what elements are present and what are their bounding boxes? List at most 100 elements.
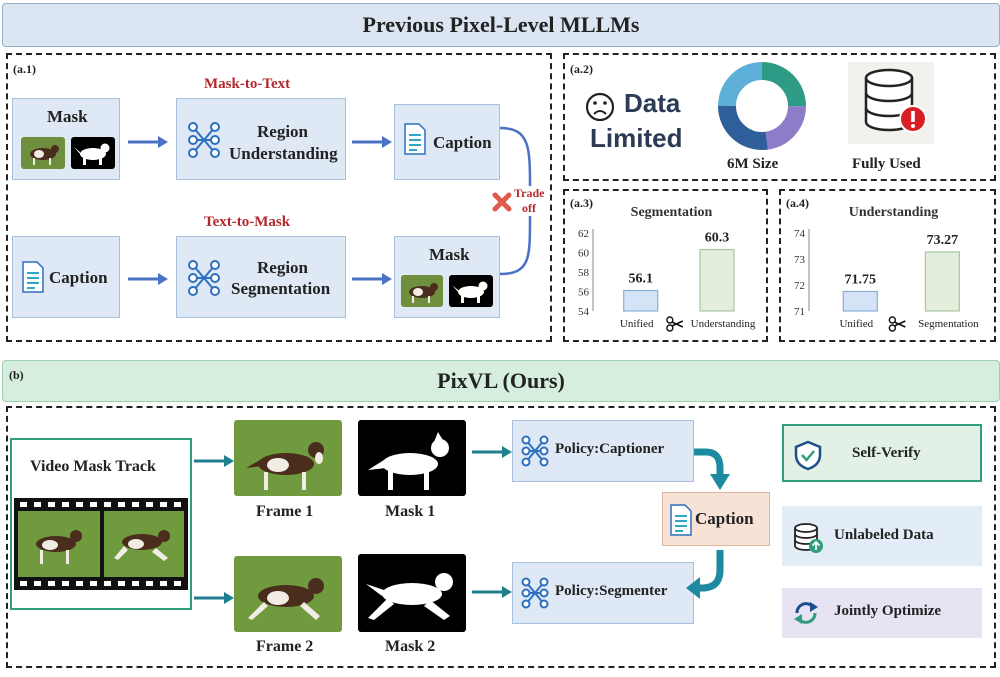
video-mask-track-label: Video Mask Track xyxy=(30,458,156,475)
y-tick-label: 72 xyxy=(794,280,805,292)
mask1-label: Mask 1 xyxy=(385,503,436,520)
mask-image-thumb xyxy=(71,137,115,169)
region-segmentation-box: Region Segmentation xyxy=(176,236,346,318)
mask1-image xyxy=(358,420,466,496)
top-banner: Previous Pixel-Level MLLMs xyxy=(2,3,1000,47)
used-caption: Fully Used xyxy=(852,156,921,172)
data-limited-line1: Data xyxy=(624,88,681,118)
bottom-banner: PixVL (Ours) xyxy=(2,360,1000,402)
mask2-image xyxy=(358,554,466,632)
chart-title: Understanding xyxy=(849,205,938,220)
network-icon xyxy=(188,122,220,158)
film-perforations xyxy=(18,502,184,586)
arrow-to-captioner xyxy=(472,446,512,458)
policy-captioner-label: Policy:Captioner xyxy=(555,441,665,457)
panel-a2 xyxy=(563,53,996,181)
network-icon xyxy=(521,435,549,467)
network-icon xyxy=(521,577,549,609)
tradeoff-line1: Trade xyxy=(514,186,545,200)
region-understanding-box: Region Understanding xyxy=(176,98,346,180)
arrow-mask-to-region xyxy=(128,136,168,148)
film-strip xyxy=(14,498,188,590)
panel-a3 xyxy=(563,189,768,342)
frame1-label: Frame 1 xyxy=(256,503,314,520)
jointly-optimize-box: Jointly Optimize xyxy=(782,588,982,638)
caption-center-label: Caption xyxy=(695,509,754,528)
unlabeled-data-box: Unlabeled Data xyxy=(782,506,982,566)
top-title: Previous Pixel-Level MLLMs xyxy=(362,12,640,37)
y-tick-label: 71 xyxy=(794,306,805,318)
arrow-region-to-mask xyxy=(352,273,392,285)
document-icon xyxy=(22,261,44,293)
bar xyxy=(699,248,735,312)
region-segmentation-line2: Segmentation xyxy=(231,279,331,298)
category-label: Unified xyxy=(839,318,873,330)
frame2-label: Frame 2 xyxy=(256,638,314,655)
scissors-blade xyxy=(894,321,906,328)
bar xyxy=(623,289,659,312)
scissors-ring xyxy=(666,324,674,332)
mask-to-text-label: Mask-to-Text xyxy=(204,76,291,92)
a2-tag: (a.2) xyxy=(570,62,593,76)
a1-tag: (a.1) xyxy=(13,62,36,76)
dog-icon xyxy=(30,145,59,165)
arrow-caption-to-region xyxy=(128,273,168,285)
self-verify-box: Self-Verify xyxy=(782,424,982,482)
data-limited-line2: Limited xyxy=(590,123,683,153)
dog-icon xyxy=(36,530,170,564)
warning-icon xyxy=(899,105,927,133)
video-mask-track-box: Video Mask Track xyxy=(10,438,192,610)
panel-a1 xyxy=(6,53,552,342)
panel-a4 xyxy=(779,189,996,342)
b-tag: (b) xyxy=(9,368,24,382)
caption-input-label: Caption xyxy=(49,268,108,287)
bar-value-label: 73.27 xyxy=(927,233,959,248)
size-caption: 6M Size xyxy=(727,156,779,172)
dog-icon xyxy=(248,578,324,620)
database-icon xyxy=(794,523,823,553)
caption-center-box: Caption xyxy=(662,492,770,546)
arrow-to-segmenter xyxy=(472,586,512,598)
mask-silhouette-icon xyxy=(74,143,110,165)
bar-value-label: 56.1 xyxy=(628,272,653,287)
mask-output-box: Mask xyxy=(394,236,500,318)
segmentation-chart: Segmentation545658606256.1Unified60.3Und… xyxy=(578,205,756,332)
region-understanding-line1: Region xyxy=(257,122,308,141)
tradeoff-label: Trade off xyxy=(514,186,544,216)
dog-icon xyxy=(409,283,438,303)
region-segmentation-line1: Region xyxy=(257,258,308,277)
arrow-to-frame2 xyxy=(194,592,234,604)
unlabeled-data-label: Unlabeled Data xyxy=(834,527,934,543)
scissors-blade xyxy=(671,320,684,327)
scissors-ring xyxy=(888,324,897,332)
bar xyxy=(842,290,878,312)
category-label: Unified xyxy=(620,318,654,330)
caption-input-box: Caption xyxy=(12,236,120,318)
document-icon xyxy=(404,123,426,155)
y-tick-label: 74 xyxy=(794,228,806,240)
y-tick-label: 62 xyxy=(578,228,589,240)
arrow-region-to-caption xyxy=(352,136,392,148)
region-understanding-line2: Understanding xyxy=(229,144,338,163)
category-label: Understanding xyxy=(691,318,756,330)
bar-value-label: 60.3 xyxy=(705,231,730,246)
text-to-mask-label: Text-to-Mask xyxy=(204,214,291,230)
bar-value-label: 71.75 xyxy=(845,273,877,288)
cross-icon xyxy=(492,192,512,212)
shield-check-icon xyxy=(794,440,822,471)
y-tick-label: 58 xyxy=(578,267,590,279)
caption-output-box: Caption xyxy=(394,104,500,180)
arrow-caption-to-segmenter xyxy=(686,550,724,599)
panel-b xyxy=(6,406,996,668)
dog-image-thumb xyxy=(401,275,443,307)
bar xyxy=(924,251,960,312)
policy-segmenter-box: Policy:Segmenter xyxy=(512,562,694,624)
a3-tag: (a.3) xyxy=(570,196,593,210)
policy-captioner-box: Policy:Captioner xyxy=(512,420,694,482)
arrow-to-frame1 xyxy=(194,455,234,467)
dog-icon xyxy=(246,442,324,490)
arrow-captioner-to-caption xyxy=(694,448,730,490)
document-icon xyxy=(670,504,692,536)
scissors-ring xyxy=(888,316,897,324)
bottom-title: PixVL (Ours) xyxy=(437,368,565,393)
